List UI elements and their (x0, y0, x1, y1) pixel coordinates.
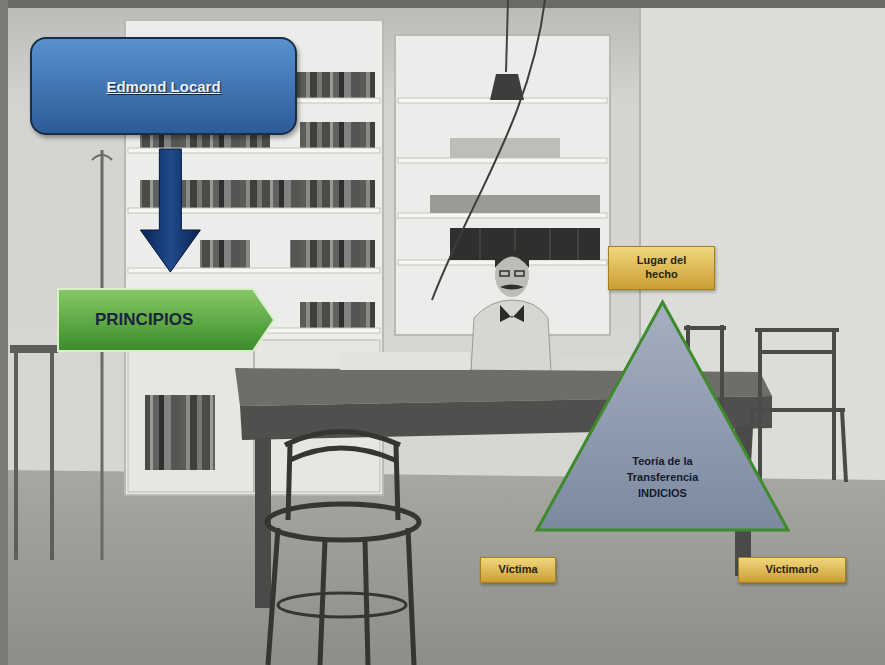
person-title-box: Edmond Locard (30, 37, 297, 135)
node-label: Edmond Locard (106, 78, 220, 95)
arrow-shape (58, 289, 274, 351)
node-label: Teoría de la Transferencia INDICIOS (617, 454, 709, 502)
node-label: PRINCIPIOS (95, 310, 193, 330)
transfer-triangle: Teoría de la Transferencia INDICIOS (535, 300, 790, 532)
vertex-label-box: Víctima (480, 557, 556, 583)
node-label: Lugar del hecho (632, 254, 692, 282)
principle-arrow: PRINCIPIOS (57, 288, 275, 352)
node-label: Víctima (498, 563, 537, 577)
vertex-label-box: Victimario (738, 557, 846, 583)
block-arrow (140, 149, 200, 272)
node-label: Victimario (766, 563, 819, 577)
triangle-shape (537, 302, 788, 530)
vertex-label-box: Lugar del hecho (608, 246, 715, 290)
